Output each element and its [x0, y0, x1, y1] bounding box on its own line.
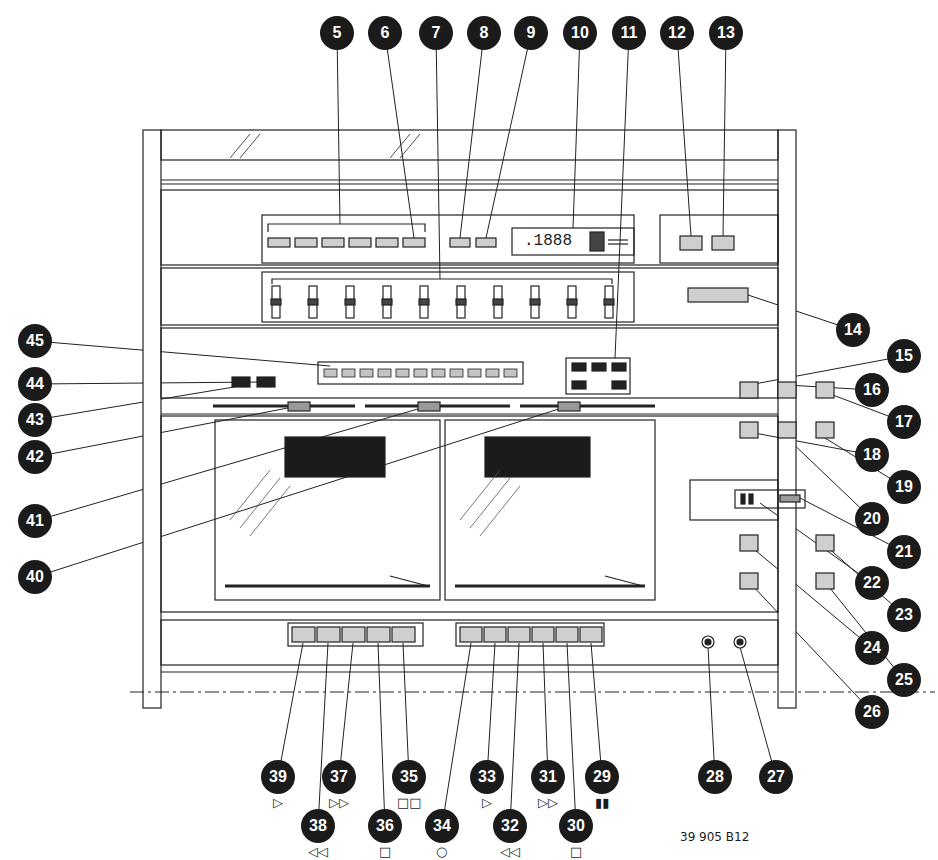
button-symbol: □ [379, 845, 391, 859]
callout-text: 37 [330, 769, 348, 785]
callout-number: 7 [419, 16, 453, 50]
callout-number: 19 [887, 470, 921, 504]
button-symbol: ▷ [482, 796, 492, 810]
callout-number: 45 [18, 324, 52, 358]
callout-number: 34 [425, 809, 459, 843]
callout-number: 43 [18, 403, 52, 437]
callout-text: 9 [527, 25, 536, 41]
button-symbol: ▷▷ [538, 796, 558, 810]
callout-text: 25 [895, 672, 913, 688]
callout-number: 10 [563, 16, 597, 50]
callout-number: 33 [470, 760, 504, 794]
callout-number: 22 [855, 566, 889, 600]
callout-number: 37 [322, 760, 356, 794]
callout-number: 41 [18, 504, 52, 538]
callout-number: 38 [301, 809, 335, 843]
callout-text: 34 [433, 818, 451, 834]
callout-text: 13 [717, 25, 735, 41]
callout-text: 32 [501, 818, 519, 834]
callout-text: 12 [668, 25, 686, 41]
callout-number: 15 [887, 339, 921, 373]
callout-number: 30 [559, 809, 593, 843]
callout-text: 42 [26, 449, 44, 465]
callout-text: 11 [621, 25, 638, 41]
callout-number: 24 [855, 631, 889, 665]
callout-number: 17 [887, 405, 921, 439]
callout-number: 23 [887, 598, 921, 632]
button-symbol: ▷▷ [329, 796, 349, 810]
callout-number: 32 [493, 809, 527, 843]
callout-text: 14 [844, 322, 862, 338]
callout-number: 29 [585, 760, 619, 794]
callout-text: 24 [863, 640, 881, 656]
callout-number: 44 [18, 367, 52, 401]
callout-number: 18 [855, 438, 889, 472]
callout-number: 40 [18, 560, 52, 594]
callout-number: 36 [368, 809, 402, 843]
callout-text: 23 [895, 607, 913, 623]
callout-text: 38 [309, 818, 327, 834]
callout-number: 42 [18, 440, 52, 474]
callout-number: 16 [855, 373, 889, 407]
callout-text: 40 [26, 569, 44, 585]
callout-text: 22 [863, 575, 881, 591]
callout-number: 5 [320, 16, 354, 50]
callout-number: 8 [467, 16, 501, 50]
callout-number: 27 [759, 760, 793, 794]
callout-number: 9 [514, 16, 548, 50]
callout-number: 25 [887, 663, 921, 697]
callout-number: 13 [709, 16, 743, 50]
button-symbol: ▷ [273, 796, 283, 810]
callout-text: 5 [333, 25, 342, 41]
callout-number: 28 [698, 760, 732, 794]
callout-number: 11 [612, 16, 646, 50]
button-symbol: ○ [436, 845, 447, 859]
callout-text: 30 [567, 818, 585, 834]
callout-text: 16 [863, 382, 881, 398]
callout-text: 29 [593, 769, 611, 785]
button-symbol: ◁◁ [500, 845, 520, 859]
button-symbol: □□ [397, 796, 422, 810]
callout-text: 36 [376, 818, 394, 834]
callout-text: 26 [863, 704, 881, 720]
callout-text: 20 [863, 511, 881, 527]
callout-number: 6 [368, 16, 402, 50]
callout-text: 10 [571, 25, 589, 41]
callout-number: 31 [531, 760, 565, 794]
button-symbol: ◁◁ [308, 845, 328, 859]
callout-number: 20 [855, 502, 889, 536]
callout-text: 17 [895, 414, 913, 430]
figure-code: 39 905 B12 [680, 831, 749, 844]
callout-text: 31 [539, 769, 557, 785]
callout-text: 28 [706, 769, 724, 785]
callout-text: 35 [400, 769, 418, 785]
callout-text: 44 [26, 376, 44, 392]
callout-text: 8 [480, 25, 489, 41]
callout-text: 7 [432, 25, 441, 41]
button-symbol: □ [570, 845, 582, 859]
callout-number: 12 [660, 16, 694, 50]
callout-text: 21 [895, 544, 913, 560]
callout-number: 14 [836, 313, 870, 347]
callout-text: 45 [26, 333, 44, 349]
callout-number: 39 [261, 760, 295, 794]
callout-text: 15 [895, 348, 913, 364]
callout-text: 19 [895, 479, 913, 495]
button-symbol: ▮▮ [595, 796, 609, 810]
callout-text: 27 [767, 769, 785, 785]
callout-text: 41 [26, 513, 44, 529]
display-digits: .1888 [523, 233, 573, 251]
callout-text: 6 [381, 25, 390, 41]
callout-number: 21 [887, 535, 921, 569]
callout-number: 35 [392, 760, 426, 794]
callout-text: 43 [26, 412, 44, 428]
callout-number: 26 [855, 695, 889, 729]
callout-text: 33 [478, 769, 496, 785]
callout-text: 18 [863, 447, 881, 463]
callout-text: 39 [269, 769, 287, 785]
